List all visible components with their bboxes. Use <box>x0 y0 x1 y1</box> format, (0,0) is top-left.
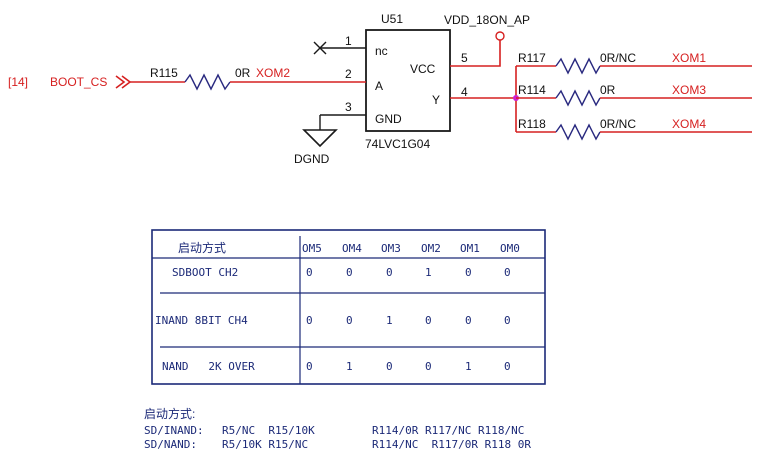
pin-3-number: 3 <box>345 100 352 114</box>
pin-1-name: nc <box>375 44 388 58</box>
table-cell: 0 <box>306 314 313 327</box>
r115-value: 0R <box>235 66 251 80</box>
table-header-mode: 启动方式 <box>178 240 226 255</box>
pin-3-name: GND <box>375 112 402 126</box>
chip-body <box>365 29 451 132</box>
table-header-om4: OM4 <box>342 242 362 255</box>
r118-net: XOM4 <box>672 117 706 131</box>
table-row-mode: NAND 2K OVER <box>162 360 255 373</box>
table-header-om2: OM2 <box>421 242 441 255</box>
table-cell: 0 <box>504 266 511 279</box>
chip-part-label: 74LVC1G04 <box>365 137 430 151</box>
r118-ref: R118 <box>518 117 546 131</box>
r115-resistor-icon <box>184 73 231 91</box>
ground-net-label: DGND <box>294 152 330 166</box>
notes-line-right: R114/0R R117/NC R118/NC <box>372 424 524 437</box>
table-header-om5: OM5 <box>302 242 322 255</box>
r115-net: XOM2 <box>256 66 290 80</box>
table-header-om3: OM3 <box>381 242 401 255</box>
r118-resistor-icon <box>555 123 601 141</box>
notes-line-left: R5/NC R15/10K <box>222 424 315 437</box>
pin-4-number: 4 <box>461 85 468 99</box>
pin-1-number: 1 <box>345 34 352 48</box>
table-cell: 0 <box>346 314 353 327</box>
vcc-wire <box>450 40 501 67</box>
table-cell: 0 <box>465 314 472 327</box>
input-sheet-ref: [14] <box>8 75 28 89</box>
no-connect-marker <box>313 41 327 55</box>
table-cell: 1 <box>386 314 393 327</box>
notes-title: 启动方式: <box>144 406 195 421</box>
table-border <box>151 229 546 385</box>
pin-2-number: 2 <box>345 67 352 81</box>
r117-net: XOM1 <box>672 51 706 65</box>
power-port-icon <box>495 31 505 41</box>
power-net-label: VDD_18ON_AP <box>444 13 530 27</box>
notes-line-label: SD/NAND: <box>144 438 197 451</box>
notes-line-left: R5/10K R15/NC <box>222 438 308 451</box>
pin-5-number: 5 <box>461 51 468 65</box>
r118-value: 0R/NC <box>600 117 636 131</box>
table-cell: 1 <box>465 360 472 373</box>
table-cell: 1 <box>425 266 432 279</box>
r117-ref: R117 <box>518 51 546 65</box>
input-port-arrow-icon <box>115 75 132 89</box>
table-cell: 0 <box>306 360 313 373</box>
chip-ref-label: U51 <box>381 12 403 26</box>
table-cell: 0 <box>386 266 393 279</box>
table-header-om0: OM0 <box>500 242 520 255</box>
r114-resistor-icon <box>555 89 601 107</box>
r117-resistor-icon <box>555 57 601 75</box>
boot-mode-table: 启动方式 OM5 OM4 OM3 OM2 OM1 OM0 SDBOOT CH2 … <box>151 229 546 385</box>
table-cell: 0 <box>425 360 432 373</box>
r115-ref: R115 <box>150 66 178 80</box>
table-cell: 0 <box>346 266 353 279</box>
table-cell: 0 <box>504 314 511 327</box>
r114-ref: R114 <box>518 83 546 97</box>
table-row-mode: SDBOOT CH2 <box>172 266 238 279</box>
table-row-mode: INAND 8BIT CH4 <box>155 314 248 327</box>
notes-line-label: SD/INAND: <box>144 424 204 437</box>
pin-5-name: VCC <box>410 62 436 76</box>
r114-value: 0R <box>600 83 616 97</box>
table-cell: 0 <box>425 314 432 327</box>
r117-value: 0R/NC <box>600 51 636 65</box>
pin-4-name: Y <box>432 93 440 107</box>
table-cell: 1 <box>346 360 353 373</box>
notes-line-right: R114/NC R117/0R R118 0R <box>372 438 531 451</box>
r114-net: XOM3 <box>672 83 706 97</box>
table-cell: 0 <box>504 360 511 373</box>
input-net-label: BOOT_CS <box>50 75 107 89</box>
pin-2-name: A <box>375 79 383 93</box>
table-cell: 0 <box>306 266 313 279</box>
table-header-om1: OM1 <box>460 242 480 255</box>
boot-notes: 启动方式: SD/INAND: R5/NC R15/10K R114/0R R1… <box>144 406 531 451</box>
table-cell: 0 <box>386 360 393 373</box>
ground-symbol-icon <box>302 129 338 148</box>
table-cell: 0 <box>465 266 472 279</box>
